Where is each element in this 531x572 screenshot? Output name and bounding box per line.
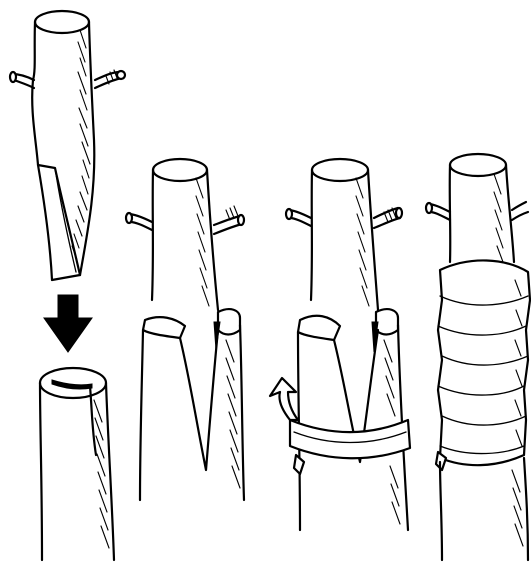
scion-wedge-cut bbox=[10, 11, 125, 280]
arrow-down-icon bbox=[44, 295, 92, 352]
wrapping-started bbox=[270, 159, 410, 530]
scion-inserted bbox=[126, 159, 244, 500]
rootstock-split bbox=[40, 368, 114, 560]
wrapping-complete bbox=[426, 154, 530, 560]
